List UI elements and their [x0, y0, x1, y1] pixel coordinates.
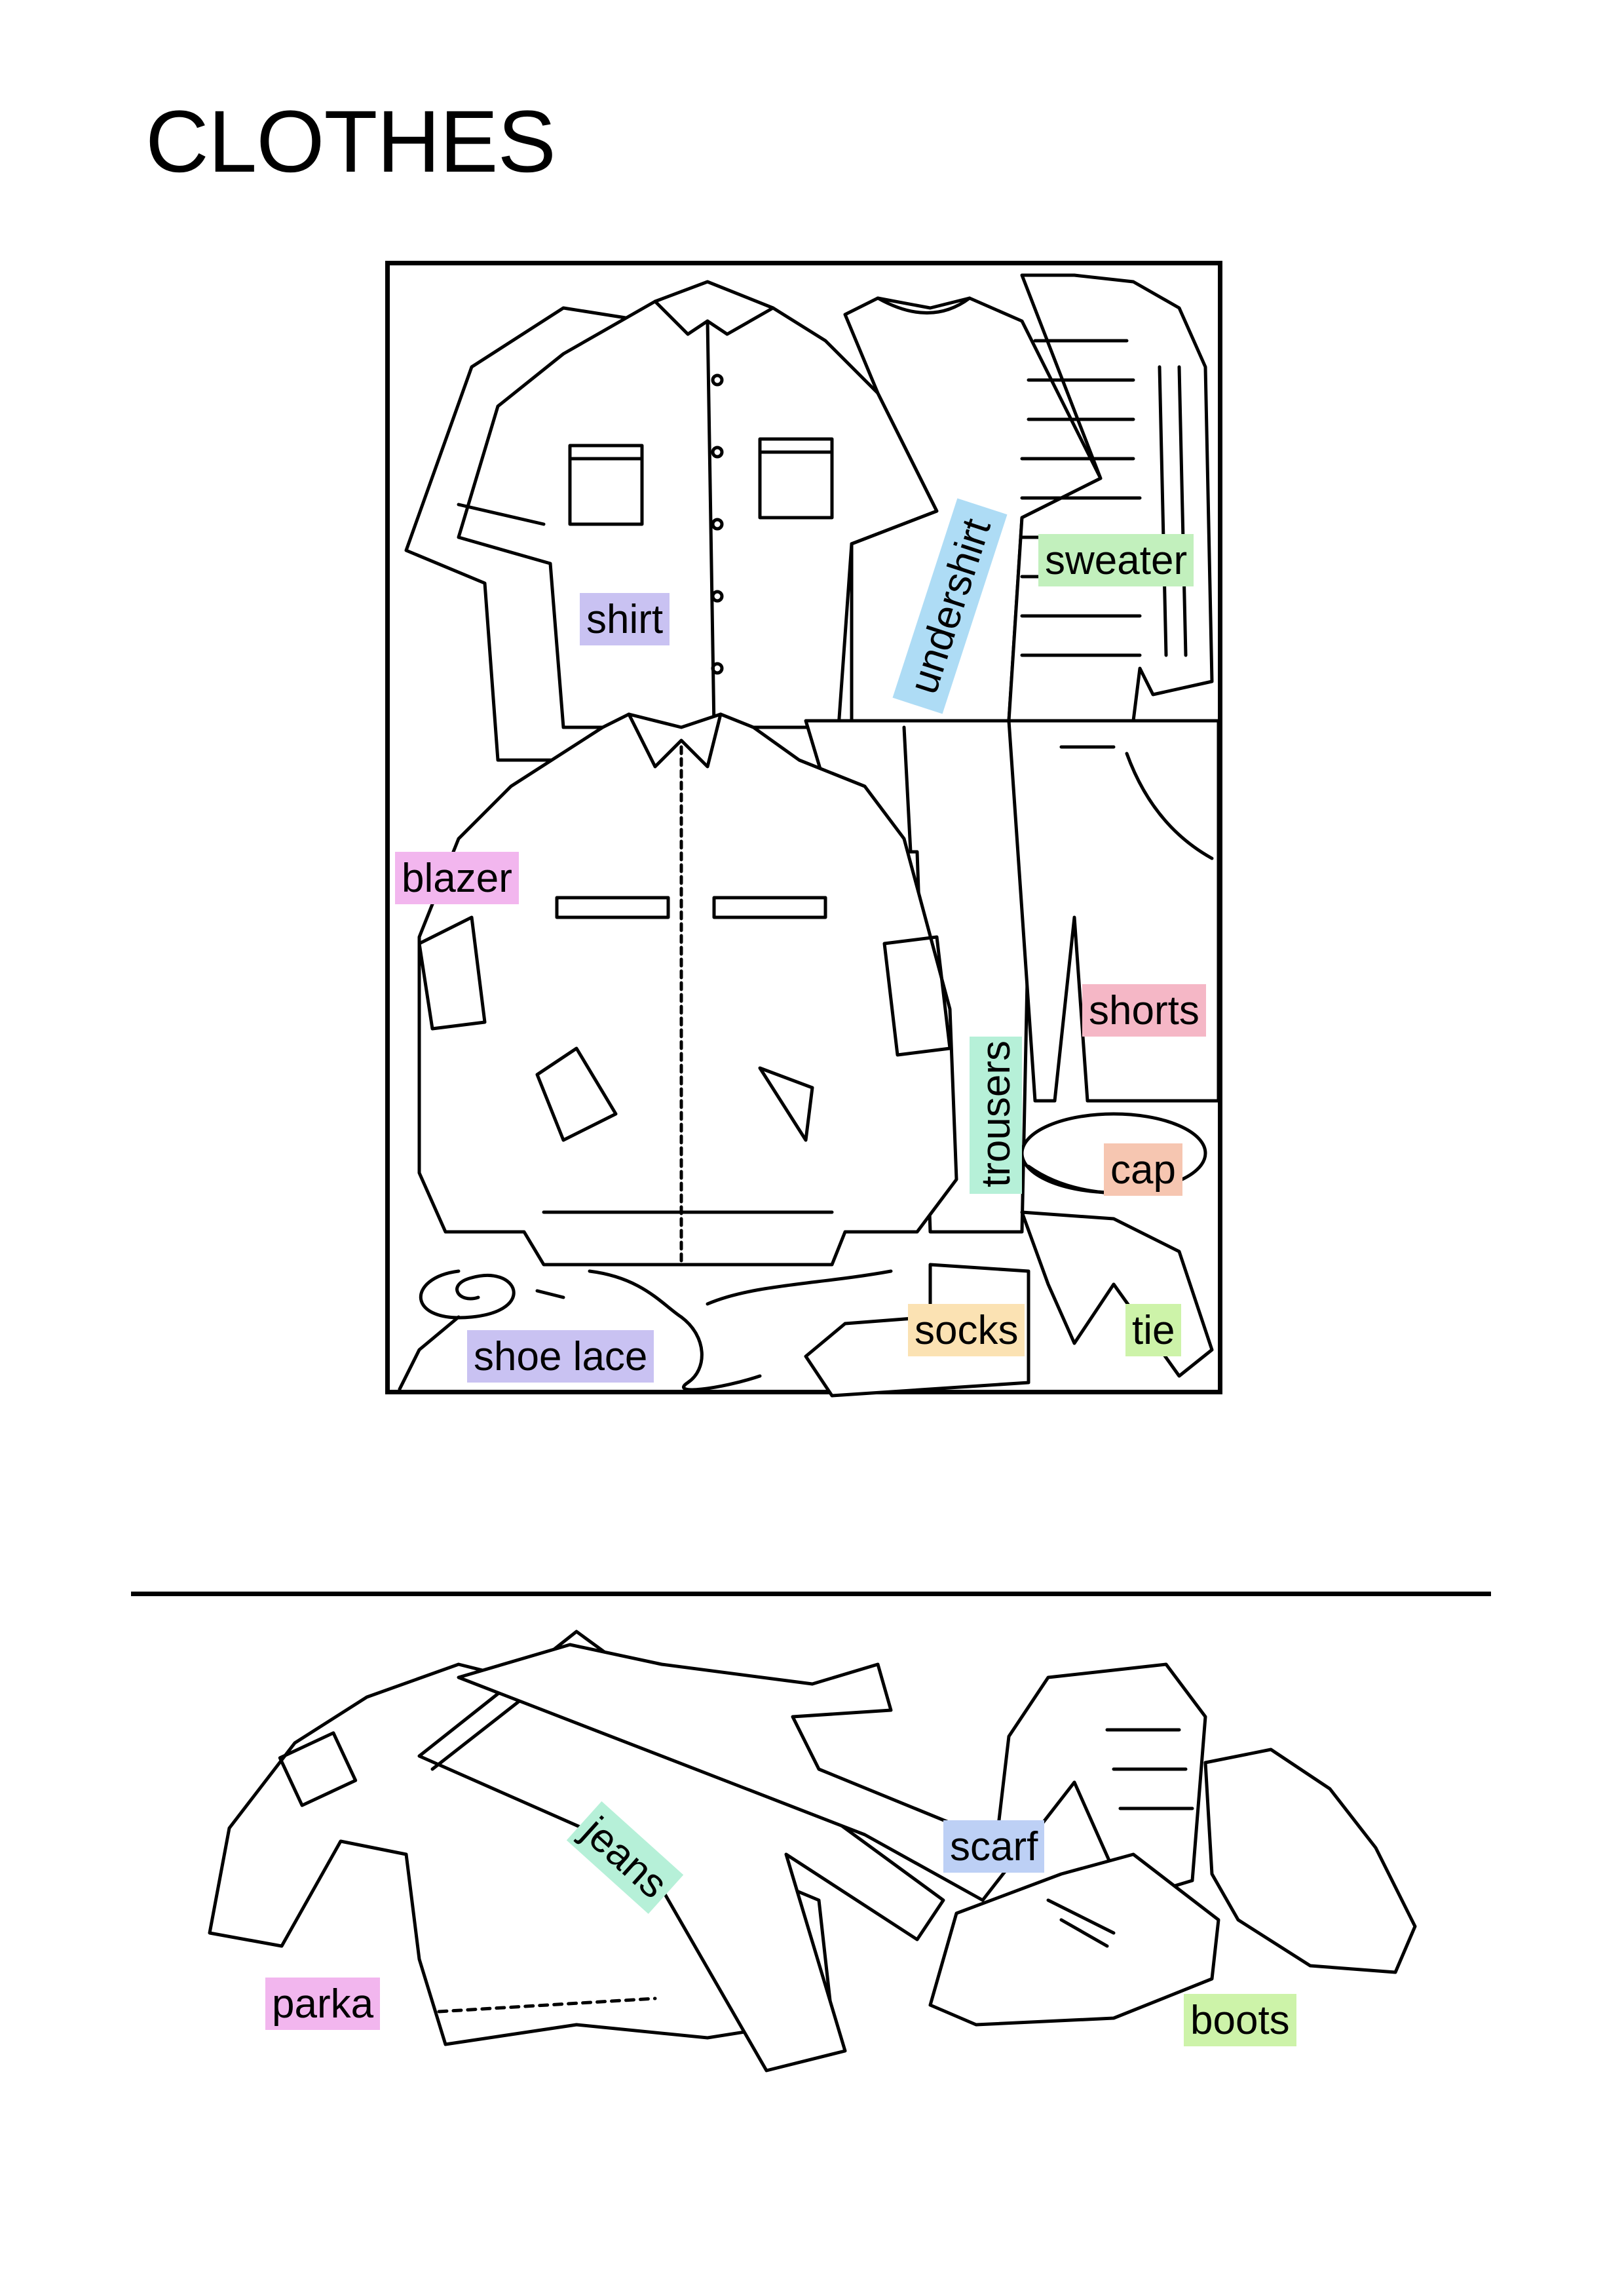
label-socks: socks — [908, 1304, 1025, 1356]
page-title: CLOTHES — [145, 93, 556, 191]
tie-drawing — [1020, 1210, 1214, 1378]
label-tie: tie — [1125, 1304, 1182, 1356]
shorts-drawing — [1007, 719, 1220, 1103]
shoe-lace-drawing — [398, 1269, 893, 1392]
label-boots: boots — [1184, 1994, 1296, 2046]
blazer-drawing — [417, 712, 958, 1267]
label-blazer: blazer — [395, 852, 519, 904]
label-shirt: shirt — [580, 593, 670, 645]
sweater-drawing — [1007, 273, 1214, 723]
label-shoe-lace: shoe lace — [467, 1330, 654, 1383]
label-parka: parka — [265, 1978, 381, 2030]
label-scarf: scarf — [943, 1820, 1045, 1873]
label-cap: cap — [1104, 1143, 1182, 1196]
section-divider — [131, 1592, 1491, 1596]
label-sweater: sweater — [1038, 534, 1194, 586]
label-shorts: shorts — [1082, 984, 1206, 1037]
boots-drawing — [928, 1748, 1417, 2027]
label-trousers: trousers — [970, 1037, 1022, 1194]
